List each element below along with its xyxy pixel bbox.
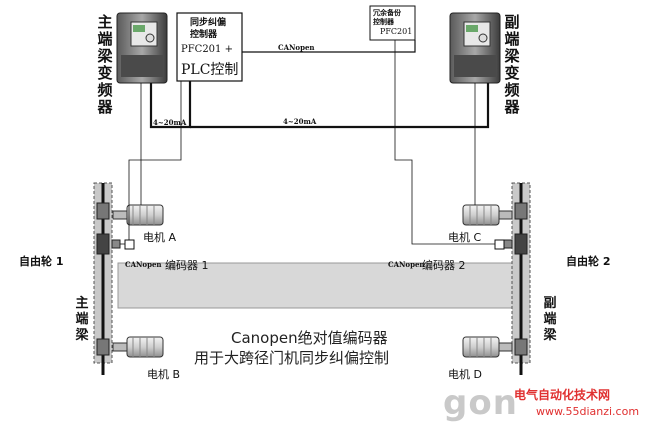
redundant-controller-model: PFC201 (380, 27, 413, 36)
caption-line-2: 用于大跨径门机同步纠偏控制 (194, 349, 390, 367)
motor-b-label: 电机 B (147, 368, 181, 381)
site-url: www.55dianzi.com (536, 405, 640, 418)
sync-controller-title: 同步纠偏 (190, 18, 227, 28)
redundant-controller-box (369, 5, 416, 41)
encoder-2-label: 编码器 2 (422, 259, 466, 272)
aux-beam-label: 副端梁 (543, 296, 557, 343)
main-drive-label: 主端梁变频器 (97, 13, 113, 116)
encoder-1-box (124, 239, 135, 250)
motor-c (462, 204, 513, 226)
signal-middle-label: 4~20mA (283, 117, 317, 126)
aux-drive-label: 副端梁变频器 (504, 13, 520, 116)
encoder-1-tag: CANopen (125, 260, 162, 269)
watermark-text: gon (443, 383, 518, 423)
canopen-bus-label: CANopen (278, 43, 315, 52)
encoder-2-tag: CANopen (388, 260, 425, 269)
motor-b (112, 336, 164, 358)
encoder-2-box (494, 239, 505, 250)
site-name: 电气自动化技术网 (514, 388, 611, 402)
aux-end-beam (503, 182, 531, 375)
sync-controller-subtitle: 控制器 (190, 30, 218, 40)
free-wheel-1-label: 自由轮 1 (19, 255, 64, 268)
aux-drive (449, 12, 501, 84)
motor-a-label: 电机 A (143, 231, 177, 244)
motor-d-label: 电机 D (448, 368, 482, 381)
caption-line-1: Canopen绝对值编码器 (231, 329, 388, 347)
motor-a (112, 204, 164, 226)
free-wheel-2-label: 自由轮 2 (566, 255, 611, 268)
motor-d (462, 336, 513, 358)
redundant-controller-subtitle: 控制器 (373, 17, 394, 26)
main-beam-label: 主端梁 (75, 296, 89, 343)
signal-left-label: 4~20mA (153, 118, 187, 127)
encoder-1-label: 编码器 1 (165, 259, 209, 272)
sync-controller-plc: PLC控制 (181, 62, 239, 78)
redundant-controller-title: 冗余备份 (373, 8, 401, 17)
motor-c-label: 电机 C (448, 231, 482, 244)
main-girder (117, 262, 523, 309)
sync-controller-box (176, 12, 243, 82)
main-drive (116, 12, 168, 84)
sync-controller-model: PFC201 + (181, 44, 233, 55)
main-end-beam (93, 182, 121, 375)
wiring (120, 40, 495, 245)
